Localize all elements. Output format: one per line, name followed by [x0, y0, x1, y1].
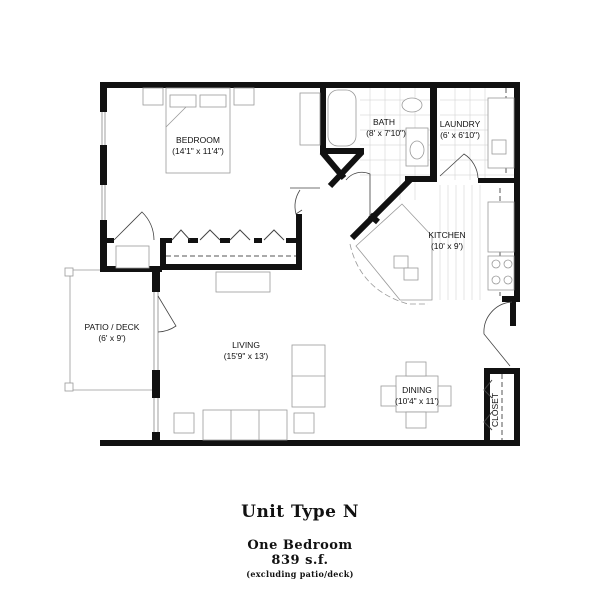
unit-type-title: Unit Type N [241, 502, 359, 522]
bath-dims: (8' x 7'10") [366, 128, 406, 138]
closet-label: CLOSET [490, 393, 500, 427]
bifold-doors [171, 229, 493, 431]
bedroom-dims: (14'1" x 11'4") [172, 146, 224, 156]
kitchen-floor [439, 185, 481, 300]
laundry-label: LAUNDRY [440, 119, 481, 129]
bath-label: BATH [373, 117, 395, 127]
laundry-dims: (6' x 6'10") [440, 130, 480, 140]
kitchen-label: KITCHEN [428, 230, 465, 240]
living-label: LIVING [232, 340, 260, 350]
bedroom-label: BEDROOM [176, 135, 220, 145]
patio-dims: (6' x 9') [98, 333, 126, 343]
doors [113, 153, 513, 367]
diagonal-walls [319, 149, 413, 241]
walls [100, 82, 520, 446]
square-footage: 839 s.f. [271, 553, 329, 568]
dining-label: DINING [402, 385, 432, 395]
bedroom-count: One Bedroom [247, 538, 353, 553]
furniture [115, 87, 515, 441]
living-dims: (15'9" x 13') [224, 351, 269, 361]
patio-label: PATIO / DECK [85, 322, 140, 332]
windows [101, 112, 159, 432]
kitchen-dims: (10' x 9') [431, 241, 463, 251]
dining-dims: (10'4" x 11') [395, 396, 439, 406]
area-note: (excluding patio/deck) [246, 569, 354, 579]
room-labels: BEDROOM (14'1" x 11'4") BATH (8' x 7'10"… [85, 117, 500, 427]
